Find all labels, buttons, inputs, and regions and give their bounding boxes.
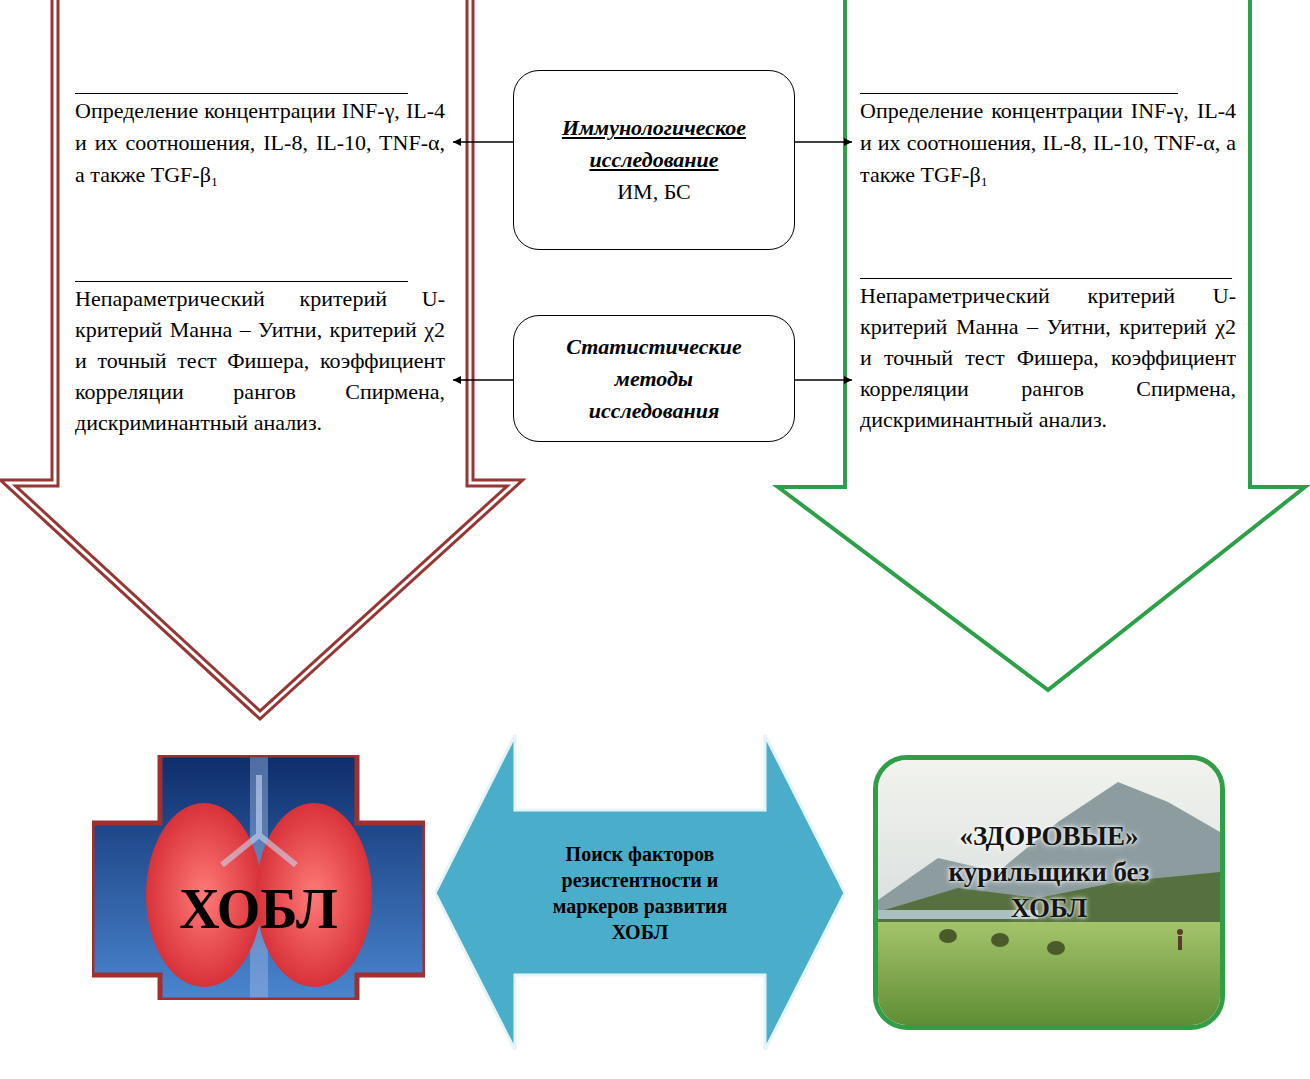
text-group: Поиск факторов резистентности и маркеров…: [515, 810, 765, 975]
text-group: Непараметрический критерий U-критерий Ма…: [860, 280, 1236, 435]
node-label: Иммунологическое исследование: [544, 112, 764, 176]
process-box: Статистические методы исследования: [513, 315, 795, 442]
method-text: Определение концентрации INF-γ, IL-4 и и…: [75, 95, 453, 191]
text-group: ХОБЛ: [92, 877, 425, 941]
landscape-photo: [878, 760, 1220, 1025]
copd-group-arrow: [8, 0, 515, 715]
lungs-illustration: [92, 755, 425, 1000]
text-group: Определение концентрации INF-γ, IL-4 и и…: [75, 95, 445, 191]
method-text: Непараметрический критерий U-критерий Ма…: [75, 283, 453, 438]
text-group: Иммунологическое исследованиеИМ, БС: [544, 112, 764, 208]
node-label: Статистические методы исследования: [564, 331, 744, 427]
method-description: Определение концентрации INF-γ, IL-4 и и…: [860, 95, 1236, 191]
text-group: «ЗДОРОВЫЕ» курильщики без ХОБЛ: [878, 818, 1220, 926]
copd-group-arrow-inner: [8, 0, 515, 715]
heading-rule: [75, 281, 408, 282]
heading-rule: [75, 93, 408, 94]
node-label: ХОБЛ: [92, 877, 425, 941]
node-label: Поиск факторов резистентности и маркеров…: [537, 841, 743, 945]
text-group: Непараметрический критерий U-критерий Ма…: [75, 283, 445, 438]
connector-arrow: [453, 379, 513, 380]
method-description: Непараметрический критерий U-критерий Ма…: [75, 283, 445, 438]
connector-arrow: [795, 141, 852, 142]
smokers-group-arrow: [778, 0, 1305, 690]
text-group: Определение концентрации INF-γ, IL-4 и и…: [860, 95, 1236, 191]
method-text: Определение концентрации INF-γ, IL-4 и и…: [852, 95, 1236, 191]
node-label: ИМ, БС: [544, 176, 764, 208]
heading-rule: [860, 278, 1232, 279]
method-text: Непараметрический критерий U-критерий Ма…: [852, 280, 1236, 435]
method-description: Определение концентрации INF-γ, IL-4 и и…: [75, 95, 445, 191]
node-label: «ЗДОРОВЫЕ» курильщики без ХОБЛ: [947, 818, 1152, 926]
photo-box: «ЗДОРОВЫЕ» курильщики без ХОБЛ: [873, 755, 1225, 1030]
connector-arrow: [453, 141, 513, 142]
method-description: Непараметрический критерий U-критерий Ма…: [860, 280, 1236, 435]
double-arrow-shape: [435, 735, 845, 1050]
double-arrow: Поиск факторов резистентности и маркеров…: [435, 735, 845, 1050]
connector-arrow: [795, 379, 852, 380]
copd-cross: ХОБЛ: [92, 755, 425, 1000]
text-group: Статистические методы исследования: [564, 331, 744, 427]
process-box: Иммунологическое исследованиеИМ, БС: [513, 70, 795, 250]
heading-rule: [860, 93, 1178, 94]
